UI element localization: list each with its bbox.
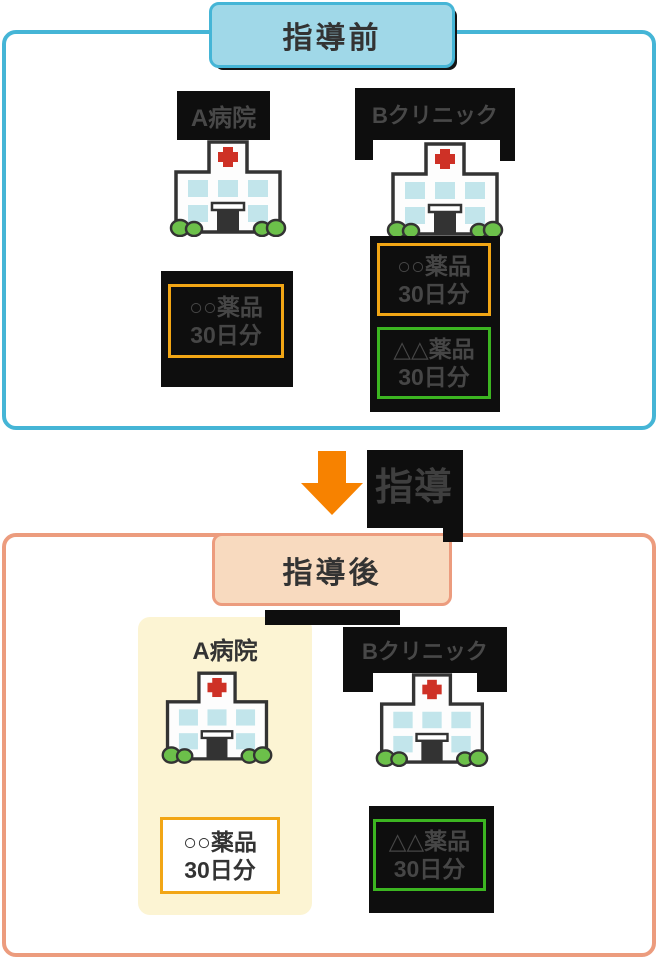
med-days: 30日分 <box>184 856 256 883</box>
before-hospital-a-med-chip: ○○薬品 30日分 <box>161 271 293 387</box>
med-name: △△薬品 <box>388 828 471 854</box>
before-clinic-b-label: Bクリニック <box>355 88 515 140</box>
down-arrow-icon <box>301 451 363 515</box>
after-clinic-b-label: Bクリニック <box>343 627 507 673</box>
transition-label: 指導 <box>375 467 454 509</box>
med-box-oo-30days: ○○薬品 30日分 <box>168 284 284 358</box>
before-hospital-a-label: A病院 <box>177 91 270 140</box>
med-box-oo-30days: ○○薬品 30日分 <box>377 243 491 316</box>
med-box-oo-30days: ○○薬品 30日分 <box>160 817 280 894</box>
label-artifact <box>343 673 373 692</box>
after-hospital-a-name: A病院 <box>192 637 258 665</box>
before-clinic-b-med-chip: ○○薬品 30日分 △△薬品 30日分 <box>370 236 500 412</box>
after-section-box <box>2 533 656 957</box>
med-days: 30日分 <box>190 322 262 348</box>
after-section-header: 指導後 <box>212 533 452 606</box>
med-box-tri-30days: △△薬品 30日分 <box>377 327 491 399</box>
before-section-header: 指導前 <box>209 2 455 68</box>
after-hospital-a-label: A病院 <box>138 632 312 665</box>
med-days: 30日分 <box>398 280 470 307</box>
label-artifact <box>500 139 515 161</box>
after-clinic-b-med-chip: △△薬品 30日分 <box>369 806 494 913</box>
after-clinic-b-name: Bクリニック <box>362 639 488 664</box>
label-artifact <box>477 673 507 692</box>
transition-label-box: 指導 <box>367 450 463 528</box>
before-hospital-a-name: A病院 <box>190 105 257 132</box>
label-artifact <box>443 526 463 542</box>
med-name: ○○薬品 <box>397 252 471 279</box>
label-artifact <box>265 610 400 625</box>
after-title: 指導後 <box>282 556 382 590</box>
med-box-tri-30days: △△薬品 30日分 <box>373 819 486 891</box>
hospital-building-icon <box>161 671 273 764</box>
hospital-building-icon <box>169 140 287 237</box>
med-name: △△薬品 <box>393 336 475 362</box>
label-artifact <box>355 139 373 160</box>
med-days: 30日分 <box>393 856 466 882</box>
med-name: ○○薬品 <box>183 828 257 855</box>
before-section-box <box>2 30 656 430</box>
before-title: 指導前 <box>282 22 382 55</box>
before-clinic-b-name: Bクリニック <box>372 103 498 128</box>
hospital-building-icon <box>386 142 504 239</box>
hospital-building-icon <box>375 673 489 767</box>
med-name: ○○薬品 <box>189 294 263 320</box>
med-days: 30日分 <box>398 364 470 390</box>
